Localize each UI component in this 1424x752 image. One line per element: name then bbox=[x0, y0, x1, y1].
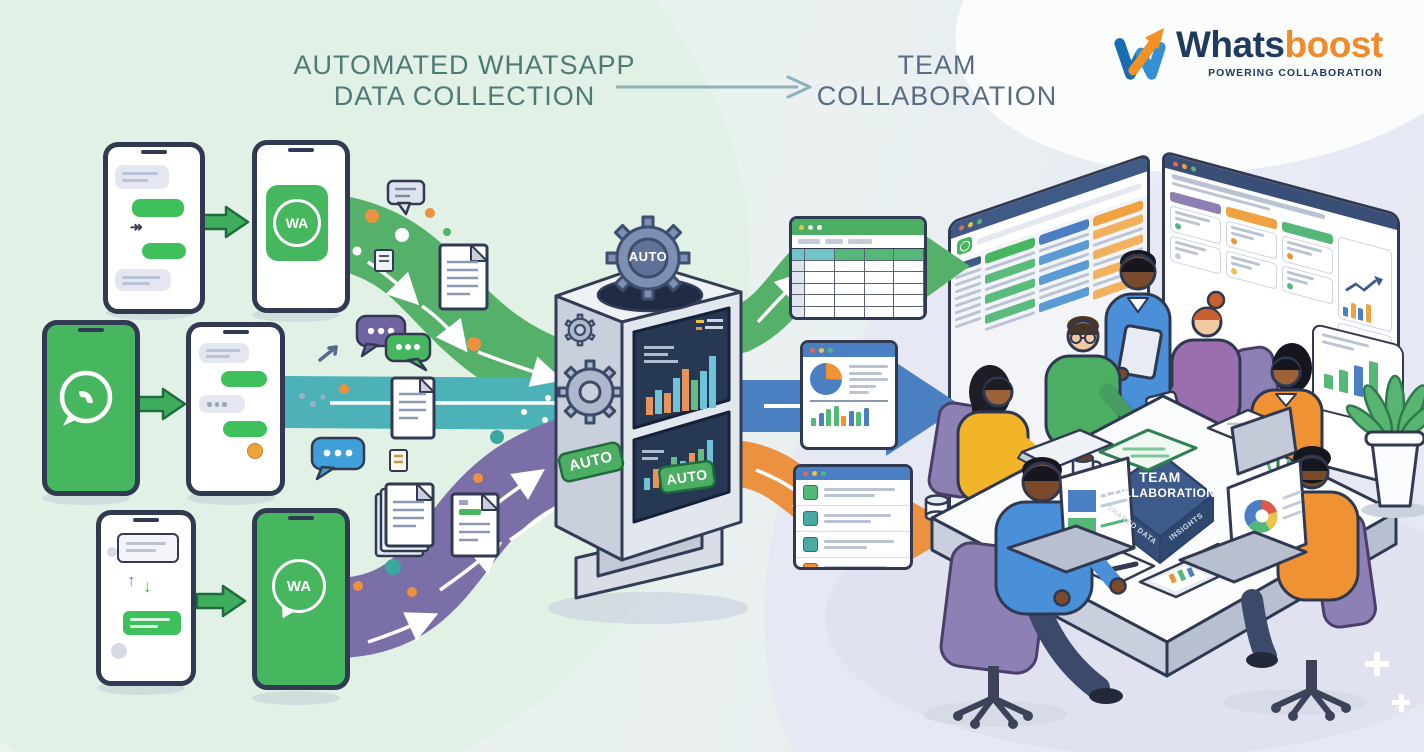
table-center-label: TEAM COLLABORATION bbox=[1095, 468, 1225, 502]
sparkle-icon bbox=[1365, 652, 1410, 712]
gear-icon bbox=[605, 215, 691, 301]
table-label-line2: COLLABORATION bbox=[1104, 486, 1216, 501]
person-front-orange-sweater bbox=[1231, 446, 1360, 668]
brand-suffix: boost bbox=[1284, 24, 1384, 65]
small-arrow-icon bbox=[318, 345, 338, 362]
arrow-down-icon: ↓ bbox=[143, 577, 152, 596]
gear-icon bbox=[557, 359, 623, 425]
arrow-right-icon bbox=[198, 205, 250, 239]
team-scene bbox=[923, 250, 1424, 729]
tablet-icon bbox=[1117, 324, 1163, 380]
task-list-card bbox=[793, 464, 913, 570]
right-section-title: TEAM COLLABORATION bbox=[798, 50, 1076, 113]
pie-chart-icon bbox=[1244, 499, 1278, 533]
arrow-right-icon bbox=[135, 387, 187, 421]
auto-badge bbox=[657, 459, 717, 495]
phone-sync-source: ↑ ↓ bbox=[96, 510, 196, 686]
document-green-icon bbox=[450, 492, 500, 558]
tiny-document-icon bbox=[389, 449, 408, 472]
phone-wa-app-target: WA bbox=[252, 140, 350, 313]
bar-chart-icon bbox=[803, 404, 895, 428]
whatsapp-call-icon bbox=[59, 370, 113, 426]
floating-documents bbox=[310, 179, 500, 558]
speech-bubble-purple-icon bbox=[355, 314, 407, 358]
spreadsheet-card bbox=[789, 216, 927, 320]
document-icon bbox=[438, 243, 489, 311]
brand-prefix: Whats bbox=[1176, 24, 1285, 65]
spreadsheet-grid bbox=[792, 248, 924, 317]
laptop-front-open bbox=[1006, 456, 1136, 574]
machine-screen-top bbox=[632, 306, 731, 430]
checkbox-teal-icon bbox=[803, 511, 818, 526]
emoji-icon bbox=[247, 443, 263, 459]
brand-tagline: POWERING COLLABORATION bbox=[1208, 67, 1383, 79]
kanban-analytics-board bbox=[1162, 150, 1400, 488]
whatsapp-icon: WA bbox=[266, 185, 328, 261]
phone-wa-target-2: WA bbox=[252, 508, 350, 690]
left-title-line2: DATA COLLECTION bbox=[333, 81, 596, 112]
wa-label: WA bbox=[286, 577, 312, 595]
analytics-report-card bbox=[800, 340, 898, 450]
phone-whatsapp-source bbox=[42, 320, 140, 496]
arrow-up-icon: ↑ bbox=[127, 571, 136, 590]
speech-bubble-green-icon bbox=[384, 332, 432, 372]
checkbox-green-icon bbox=[803, 485, 818, 500]
chat-bubble-small-icon bbox=[386, 179, 426, 216]
document-icon bbox=[390, 376, 436, 440]
checkbox-teal-icon bbox=[803, 537, 818, 552]
left-title-line1: AUTOMATED WHATSAPP bbox=[293, 50, 636, 80]
brand-name: Whatsboost bbox=[1176, 26, 1383, 63]
document-stack-icon bbox=[374, 482, 435, 558]
gear-icon bbox=[564, 313, 596, 347]
whatsboost-logo: Whatsboost POWERING COLLABORATION bbox=[1112, 26, 1383, 86]
phone-chat-source-1 bbox=[103, 142, 205, 314]
speech-bubble-blue-icon bbox=[310, 436, 366, 481]
phone-chat-target bbox=[186, 322, 285, 496]
right-title-line1: TEAM bbox=[897, 50, 977, 80]
trend-chart-panel bbox=[1338, 236, 1392, 333]
pie-chart-icon bbox=[810, 363, 842, 395]
auto-badge bbox=[557, 441, 625, 483]
automation-machine bbox=[548, 215, 748, 624]
arrow-right-icon bbox=[195, 584, 247, 618]
checkbox-orange-icon bbox=[803, 563, 818, 567]
machine-gear-label: AUTO bbox=[628, 249, 668, 264]
laptop-pie-open bbox=[1178, 458, 1308, 584]
left-section-title: AUTOMATED WHATSAPP DATA COLLECTION bbox=[272, 50, 657, 113]
table-label-line1: TEAM bbox=[1139, 469, 1181, 485]
right-title-line2: COLLABORATION bbox=[816, 81, 1058, 112]
potted-plant bbox=[1345, 374, 1424, 518]
tiny-document-icon bbox=[374, 249, 394, 272]
whatsapp-icon: WA bbox=[272, 559, 326, 613]
wa-label: WA bbox=[285, 215, 309, 231]
forward-arrow-icon: ↠ bbox=[130, 219, 143, 236]
trend-line-icon bbox=[1345, 275, 1383, 292]
logo-w-icon bbox=[1114, 27, 1166, 80]
heading-flow-arrow-icon bbox=[616, 75, 812, 99]
green-arrowhead bbox=[920, 232, 970, 302]
